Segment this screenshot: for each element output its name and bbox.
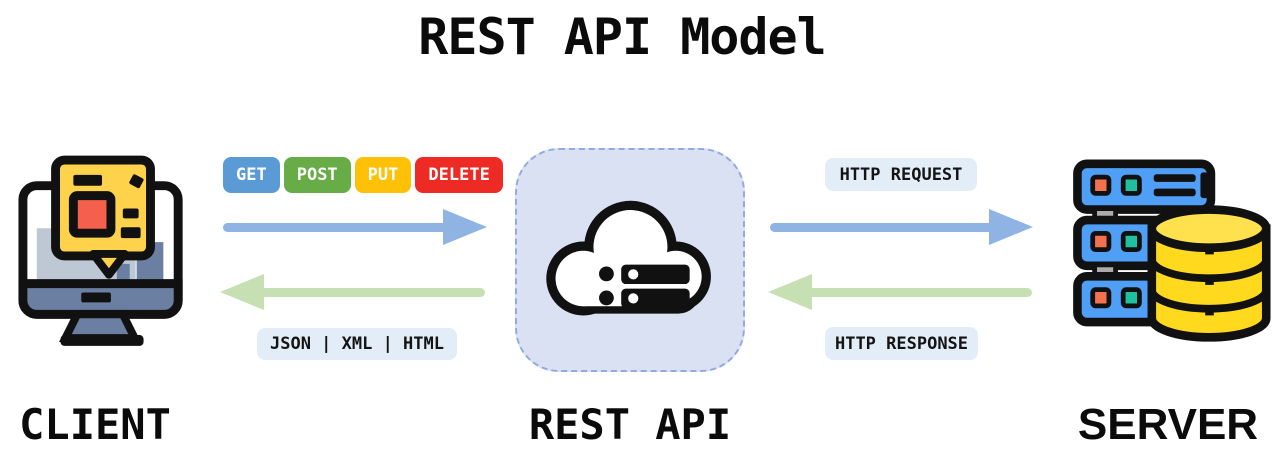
arrow-head-icon (989, 209, 1033, 245)
client-to-api-arrow (223, 209, 487, 245)
arrow-head-icon (768, 274, 812, 310)
arrow-shaft (806, 288, 1032, 297)
arrow-shaft (770, 223, 995, 232)
api-node-label: REST API (528, 400, 732, 449)
arrow-head-icon (220, 274, 264, 310)
http-methods-row: GET POST PUT DELETE (223, 157, 503, 193)
arrow-head-icon (443, 209, 487, 245)
server-database-icon (1073, 159, 1271, 342)
api-to-server-arrow (770, 209, 1033, 245)
http-response-label: HTTP RESPONSE (825, 327, 978, 360)
method-badge-get: GET (223, 157, 280, 193)
client-node-label: CLIENT (19, 400, 171, 449)
method-badge-post: POST (283, 157, 351, 193)
diagram-title: REST API Model (418, 8, 826, 66)
method-badge-delete: DELETE (415, 157, 503, 193)
response-formats-label: JSON | XML | HTML (257, 328, 457, 360)
method-badge-put: PUT (354, 157, 412, 193)
cloud-server-icon (546, 200, 711, 316)
http-request-label: HTTP REQUEST (825, 158, 977, 191)
arrow-shaft (223, 223, 449, 232)
server-node-label: SERVER (1077, 400, 1259, 449)
server-to-api-arrow (768, 274, 1032, 310)
monitor-notification-icon (18, 155, 183, 346)
arrow-shaft (258, 288, 485, 297)
api-to-client-arrow (220, 274, 485, 310)
rest-api-box (515, 148, 745, 372)
